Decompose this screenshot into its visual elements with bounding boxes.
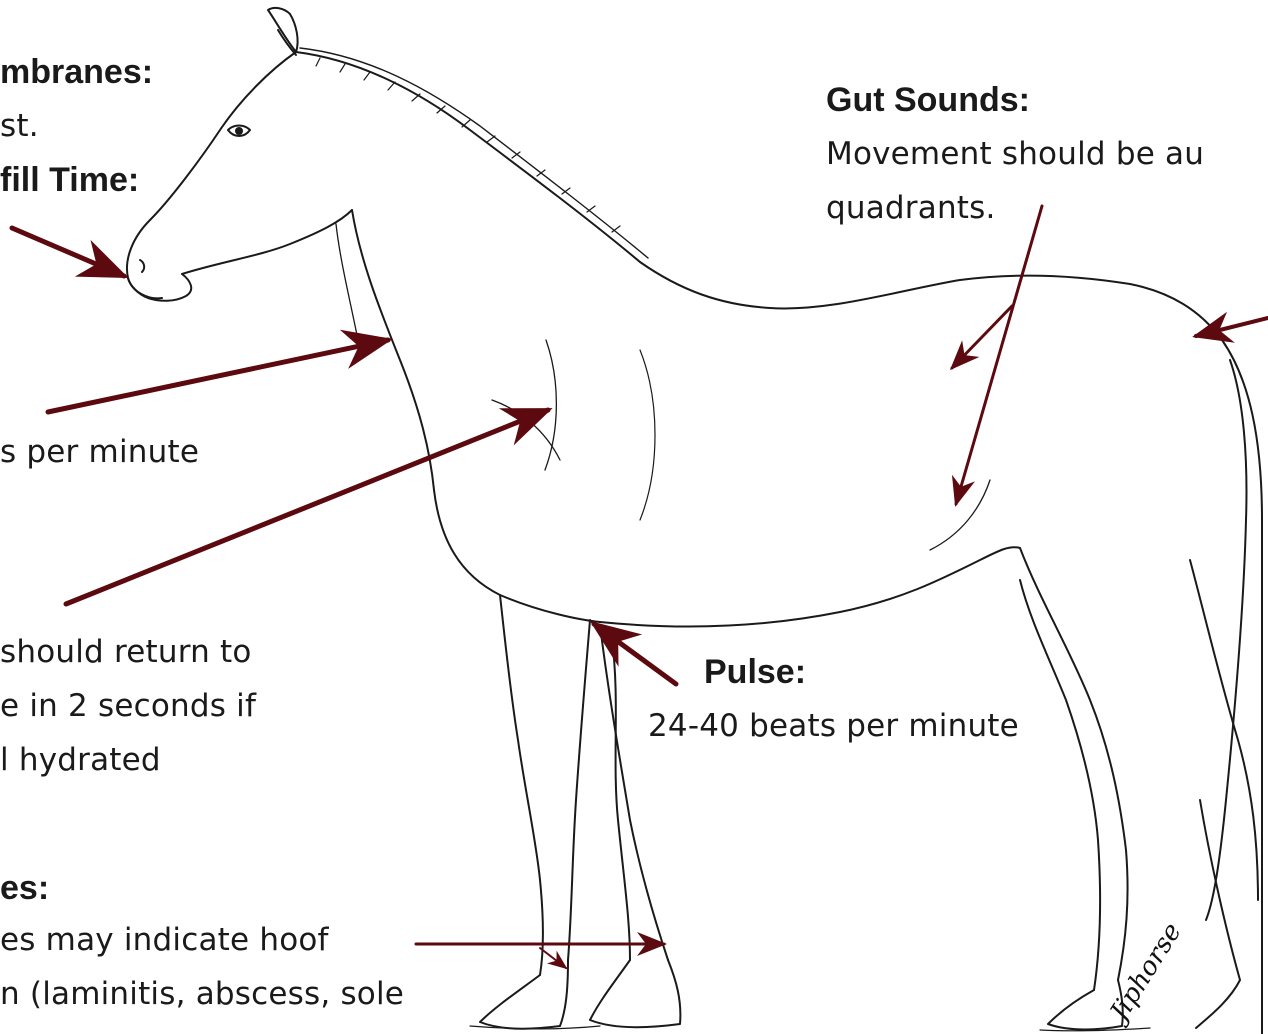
skin-text-line2: e in 2 seconds if bbox=[0, 686, 256, 726]
hooves-text-line2: n (laminitis, abscess, sole bbox=[0, 974, 404, 1014]
gut-sounds-text-line2: quadrants. bbox=[826, 188, 996, 228]
hooves-text-line1: es may indicate hoof bbox=[0, 920, 329, 960]
gut-sounds-heading: Gut Sounds: bbox=[826, 80, 1030, 120]
arrow-tail-temp bbox=[1196, 318, 1268, 336]
pulse-text: 24-40 beats per minute bbox=[648, 706, 1019, 746]
skin-text-line1: should return to bbox=[0, 632, 252, 672]
membranes-text: st. bbox=[0, 106, 39, 146]
arrow-gut-lower bbox=[956, 206, 1042, 504]
membranes-heading: mbranes: bbox=[0, 52, 153, 92]
pointer-arrows bbox=[12, 206, 1268, 968]
arrow-respiration bbox=[48, 340, 388, 412]
arrow-muzzle bbox=[12, 228, 124, 276]
refill-time-heading: fill Time: bbox=[0, 160, 139, 200]
hooves-heading: es: bbox=[0, 868, 49, 908]
skin-text-line3: l hydrated bbox=[0, 740, 161, 780]
pulse-heading: Pulse: bbox=[704, 652, 806, 692]
respiration-text: s per minute bbox=[0, 432, 199, 472]
arrow-lower-leg bbox=[540, 948, 566, 968]
gut-sounds-text-line1: Movement should be au bbox=[826, 134, 1204, 174]
